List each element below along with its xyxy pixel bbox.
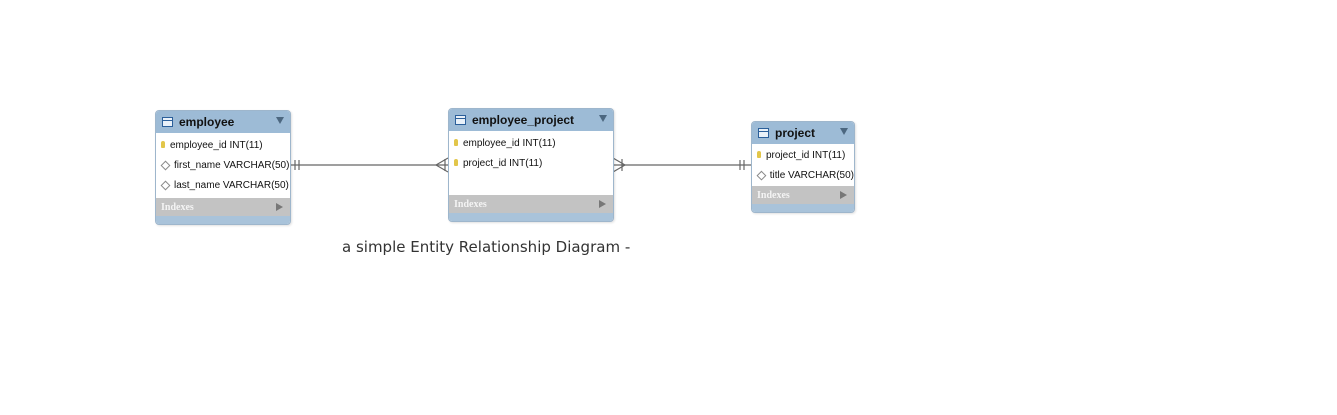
indexes-section[interactable]: Indexes xyxy=(449,195,613,213)
table-project[interactable]: project project_id INT(11) title VARCHAR… xyxy=(751,121,855,213)
column-label: project_id INT(11) xyxy=(766,149,846,161)
collapse-arrow-icon[interactable] xyxy=(840,128,848,135)
collapse-arrow-icon[interactable] xyxy=(599,115,607,122)
crowfoot-upper xyxy=(435,157,449,166)
column-list: project_id INT(11) title VARCHAR(50) xyxy=(752,144,854,186)
column-row[interactable]: last_name VARCHAR(50) xyxy=(156,175,290,195)
relationship-employee-employee-project[interactable] xyxy=(290,157,449,173)
column-label: employee_id INT(11) xyxy=(463,137,556,149)
table-footer xyxy=(752,204,854,212)
table-header[interactable]: employee_project xyxy=(449,109,613,131)
relationship-project-employee-project[interactable] xyxy=(612,157,751,173)
indexes-section[interactable]: Indexes xyxy=(156,198,290,216)
table-header[interactable]: employee xyxy=(156,111,290,133)
crowfoot-lower xyxy=(435,164,449,173)
column-label: employee_id INT(11) xyxy=(170,139,263,151)
table-name: employee xyxy=(179,115,235,129)
column-label: last_name VARCHAR(50) xyxy=(174,179,289,191)
column-row[interactable]: first_name VARCHAR(50) xyxy=(156,155,290,175)
table-icon xyxy=(758,128,769,138)
collapse-arrow-icon[interactable] xyxy=(276,117,284,124)
column-row[interactable]: employee_id INT(11) xyxy=(156,135,290,155)
key-icon xyxy=(161,140,165,148)
column-label: project_id INT(11) xyxy=(463,157,543,169)
column-row[interactable]: project_id INT(11) xyxy=(449,153,613,173)
indexes-label: Indexes xyxy=(757,189,790,201)
indexes-section[interactable]: Indexes xyxy=(752,186,854,204)
column-label: first_name VARCHAR(50) xyxy=(174,159,290,171)
column-row[interactable]: title VARCHAR(50) xyxy=(752,165,854,185)
expand-arrow-icon[interactable] xyxy=(599,200,606,208)
table-footer xyxy=(156,216,290,224)
key-icon xyxy=(454,158,458,166)
column-label: title VARCHAR(50) xyxy=(769,169,854,181)
diamond-icon xyxy=(756,170,767,180)
table-employee[interactable]: employee employee_id INT(11) first_name … xyxy=(155,110,291,225)
diamond-icon xyxy=(160,180,171,190)
table-header[interactable]: project xyxy=(752,122,854,144)
indexes-label: Indexes xyxy=(161,201,194,213)
column-list: employee_id INT(11) first_name VARCHAR(5… xyxy=(156,133,290,198)
crowfoot-lower xyxy=(612,164,626,173)
table-employee-project[interactable]: employee_project employee_id INT(11) pro… xyxy=(448,108,614,222)
expand-arrow-icon[interactable] xyxy=(276,203,283,211)
table-icon xyxy=(162,117,173,127)
diagram-caption: a simple Entity Relationship Diagram - xyxy=(342,238,631,256)
diamond-icon xyxy=(160,160,171,170)
expand-arrow-icon[interactable] xyxy=(840,191,847,199)
table-name: employee_project xyxy=(472,113,575,127)
table-footer xyxy=(449,213,613,221)
indexes-label: Indexes xyxy=(454,198,487,210)
key-icon xyxy=(454,138,458,146)
column-list: employee_id INT(11) project_id INT(11) xyxy=(449,131,613,195)
column-row[interactable]: project_id INT(11) xyxy=(752,145,854,165)
column-row[interactable]: employee_id INT(11) xyxy=(449,133,613,153)
table-icon xyxy=(455,115,466,125)
table-name: project xyxy=(775,126,816,140)
key-icon xyxy=(757,150,761,158)
crowfoot-upper xyxy=(612,157,626,166)
